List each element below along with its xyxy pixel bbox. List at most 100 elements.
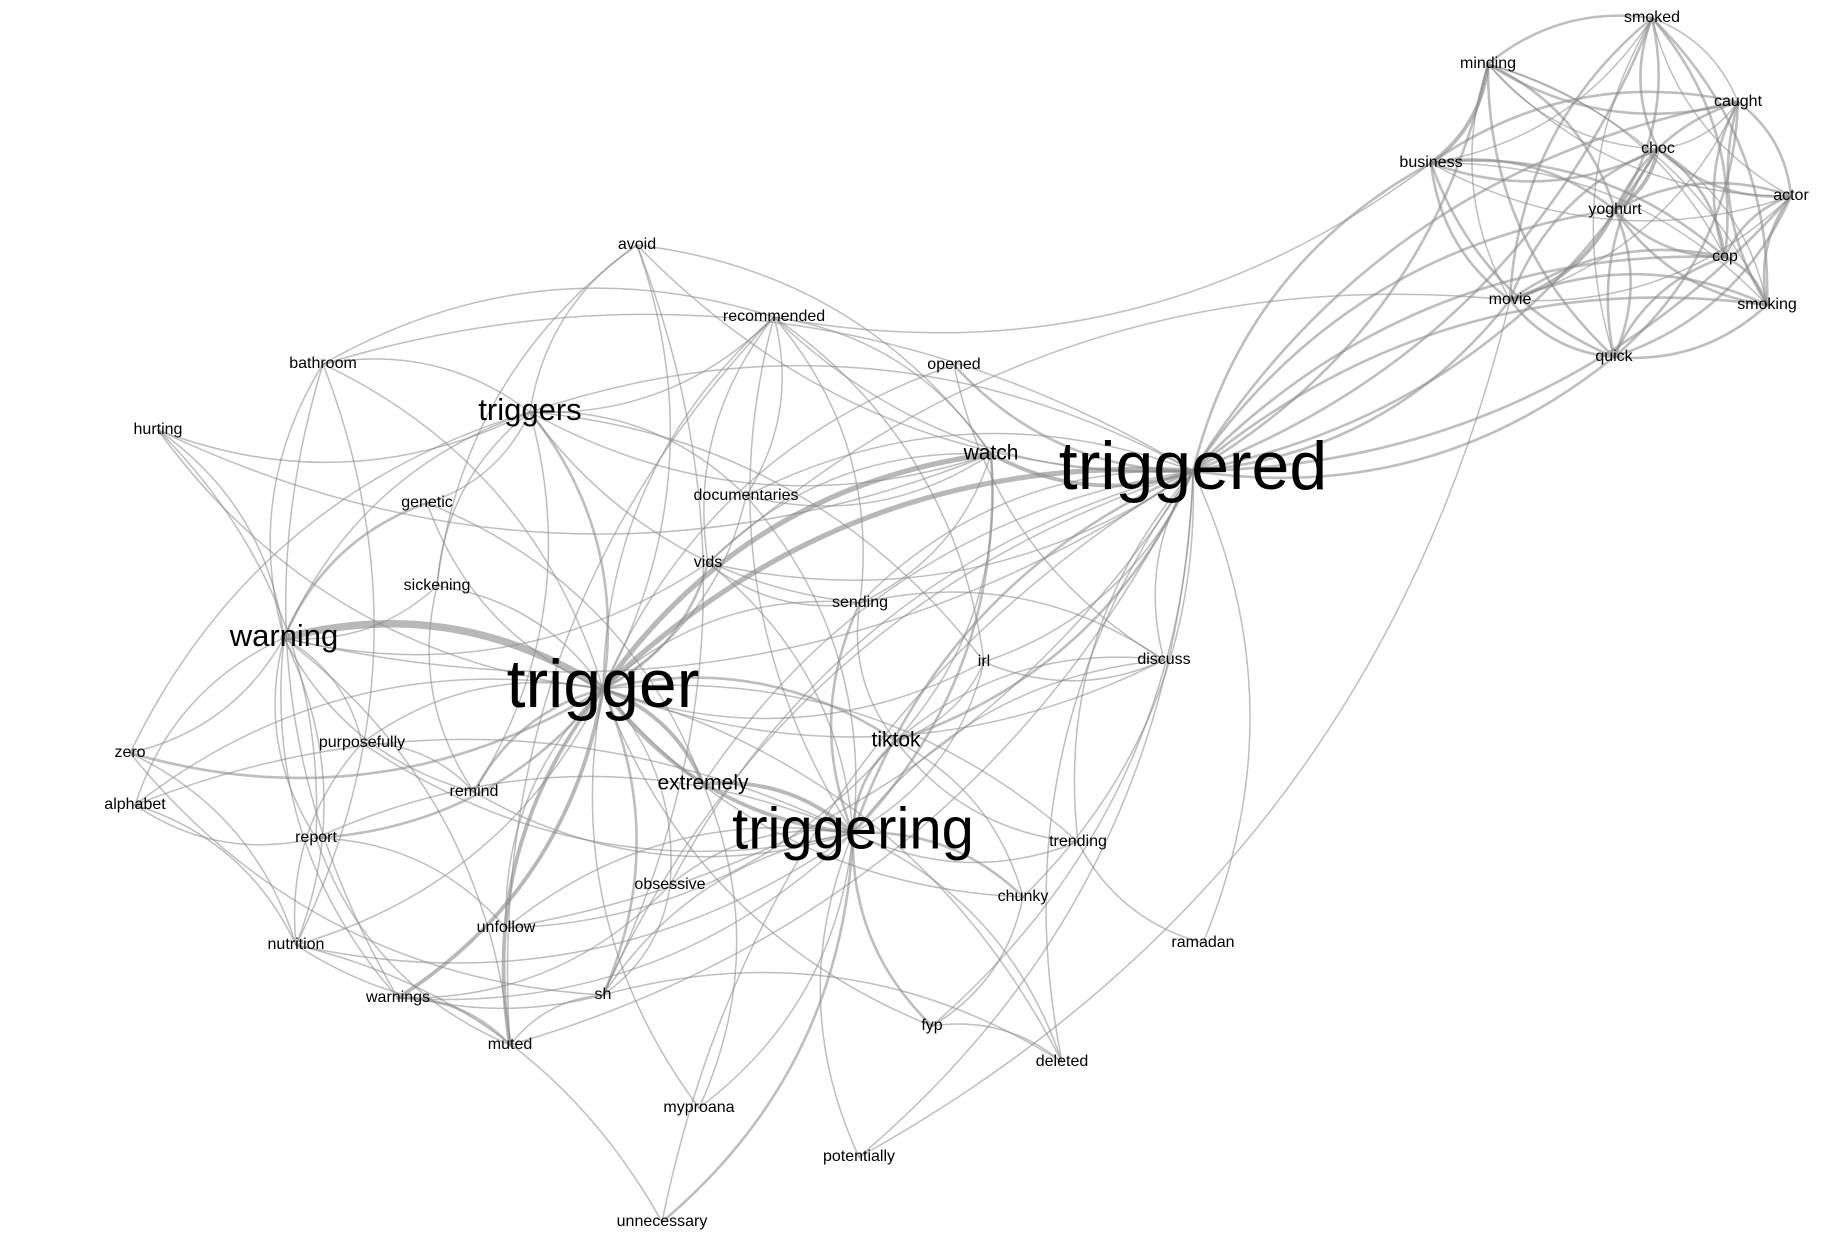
node-extremely: extremely: [657, 772, 749, 795]
edge-sending-discuss: [859, 591, 1165, 661]
node-report: report: [295, 829, 337, 846]
node-choc: choc: [1641, 140, 1675, 157]
edge-trigger-vids: [601, 561, 710, 691]
node-unfollow: unfollow: [477, 919, 536, 936]
edge-report-muted: [315, 837, 511, 1046]
edge-triggering-unnecessary: [660, 831, 855, 1224]
node-triggered: triggered: [1059, 428, 1327, 504]
node-trending: trending: [1049, 833, 1107, 850]
node-genetic: genetic: [401, 494, 453, 511]
edge-genetic-extremely: [426, 502, 704, 785]
edge-recommended-business: [773, 162, 1432, 334]
edge-triggered-avoid: [636, 244, 1194, 473]
edge-vids-sending: [707, 562, 861, 607]
edge-triggering-chunky: [851, 831, 1025, 899]
node-vids: vids: [694, 554, 722, 571]
edge-trigger-trending: [602, 684, 1079, 843]
node-opened: opened: [927, 356, 980, 373]
edge-watch-documentaries: [745, 453, 992, 507]
edge-actor-movie: [1509, 195, 1792, 302]
edge-trigger-bathroom: [322, 363, 604, 690]
node-triggers: triggers: [478, 392, 581, 427]
node-sh: sh: [595, 986, 612, 1003]
edge-caught-actor: [1736, 100, 1793, 198]
edge-smoked-yoghurt: [1613, 16, 1660, 212]
edge-warning-vids: [283, 562, 709, 656]
edge-triggered-recommended: [773, 316, 1194, 473]
edge-triggers-remind: [473, 411, 550, 793]
edge-bathroom-warnings: [284, 363, 399, 999]
edge-trigger-recommended: [602, 316, 775, 690]
edge-recommended-irl: [773, 316, 985, 663]
edge-unfollow-tiktok: [505, 740, 897, 929]
node-obsessive: obsessive: [634, 876, 705, 893]
node-ramadan: ramadan: [1171, 934, 1234, 951]
edge-tiktok-sending: [856, 602, 897, 742]
node-smoked: smoked: [1624, 9, 1680, 26]
node-discuss: discuss: [1137, 651, 1190, 668]
label-layer: triggertriggeredtriggeringwarningtrigger…: [104, 9, 1809, 1230]
edge-triggered-extremely: [702, 470, 1194, 785]
edge-trigger-avoid: [602, 244, 672, 690]
edge-report-unfollow: [315, 837, 507, 929]
node-nutrition: nutrition: [268, 936, 325, 953]
edge-triggers-bathroom: [322, 358, 531, 413]
edge-choc-quick: [1606, 147, 1660, 359]
edge-triggering-recommended: [749, 316, 854, 834]
edge-triggers-irl: [529, 411, 985, 663]
edge-minding-smoked: [1486, 14, 1654, 66]
edge-sickening-remind: [428, 585, 475, 793]
node-chunky: chunky: [998, 888, 1049, 905]
edge-triggered-triggers: [529, 364, 1194, 472]
edge-tiktok-discuss: [895, 656, 1165, 742]
edge-minding-yoghurt: [1486, 62, 1617, 212]
edge-actor-quick: [1612, 194, 1793, 359]
edge-trigger-documentaries: [602, 495, 747, 690]
edge-trigger-alphabet: [134, 678, 604, 806]
edge-avoid-watch: [636, 244, 992, 455]
edge-smoked-cop: [1650, 16, 1729, 259]
edge-triggers-zero: [129, 411, 531, 754]
edge-business-cop: [1429, 159, 1727, 259]
edge-fyp-chunky: [931, 896, 1024, 1027]
edge-triggering-fyp: [851, 831, 934, 1028]
edge-trending-ramadan: [1077, 841, 1204, 944]
node-avoid: avoid: [618, 236, 656, 253]
node-remind: remind: [450, 783, 499, 800]
node-deleted: deleted: [1036, 1053, 1089, 1070]
edge-cop-movie: [1508, 248, 1727, 302]
edge-trigger-unfollow: [505, 688, 604, 929]
edge-yoghurt-smoking: [1613, 208, 1769, 307]
edge-actor-smoking: [1762, 194, 1793, 307]
edge-warning-sickening: [283, 585, 438, 640]
edge-triggered-smoking: [1191, 296, 1769, 473]
edge-trigger-sickening: [436, 585, 604, 690]
edge-triggering-deleted: [852, 832, 1063, 1063]
edge-triggering-obsessive: [669, 829, 854, 886]
node-quick: quick: [1595, 348, 1633, 365]
edge-recommended-muted: [506, 316, 775, 1046]
edge-warning-triggers: [283, 411, 531, 639]
edge-triggering-alphabet: [134, 738, 854, 834]
node-fyp: fyp: [921, 1017, 942, 1034]
edge-triggered-actor: [1191, 194, 1793, 473]
edge-trigger-warning: [280, 620, 607, 693]
node-irl: irl: [978, 653, 990, 670]
edge-watch-sending: [859, 453, 992, 604]
node-movie: movie: [1489, 291, 1532, 308]
edge-movie-vids: [707, 293, 1511, 564]
node-cop: cop: [1712, 248, 1738, 265]
node-triggering: triggering: [732, 796, 974, 861]
edge-smoked-caught: [1651, 17, 1739, 103]
edge-triggering-irl: [852, 661, 985, 834]
edge-trigger-zero: [128, 687, 605, 780]
edge-tiktok-chunky: [895, 740, 1024, 898]
edge-hurting-report: [157, 429, 318, 839]
edge-triggered-vids: [707, 470, 1194, 581]
edge-triggered-unnecessary: [661, 470, 1194, 1223]
edge-recommended-bathroom: [322, 287, 775, 365]
edge-minding-cop: [1487, 63, 1726, 258]
edge-triggered-unfollow: [505, 470, 1194, 929]
node-smoking: smoking: [1737, 296, 1797, 313]
